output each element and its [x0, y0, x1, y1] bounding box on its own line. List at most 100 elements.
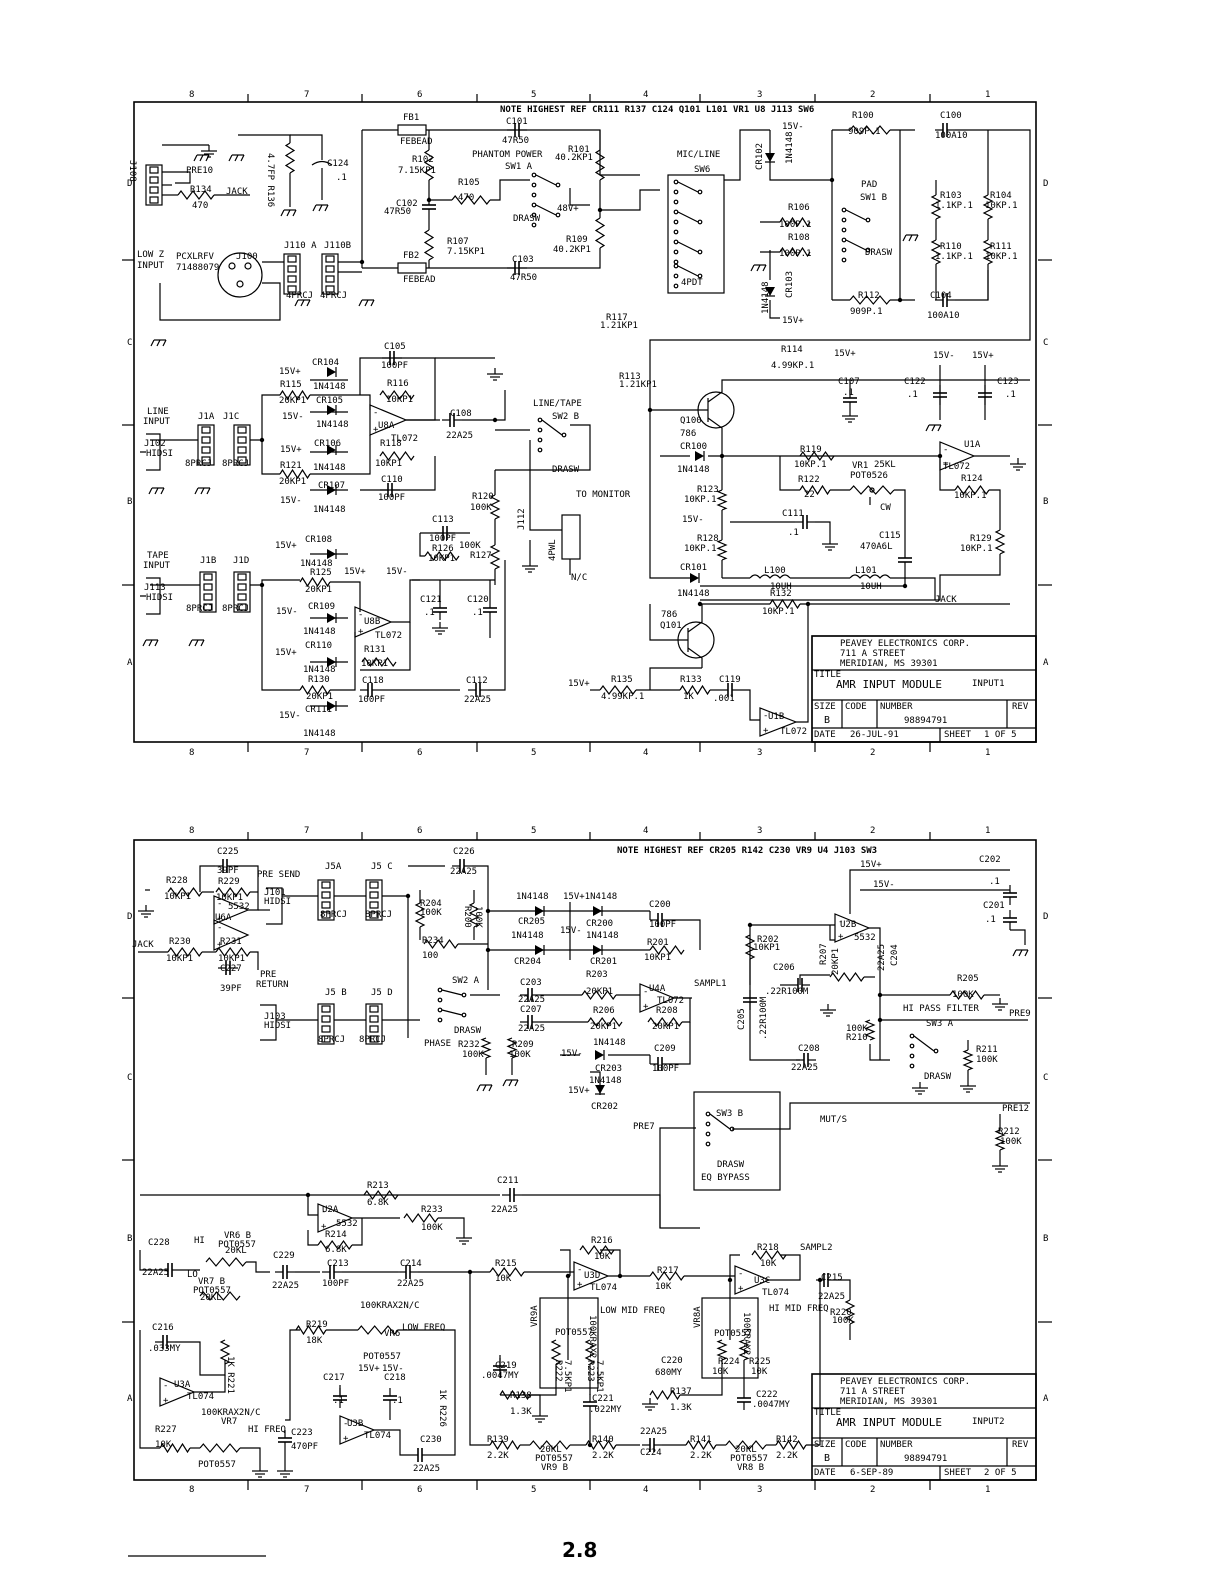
sheet1-r122v: 22: [804, 490, 815, 500]
sheet1-cr104: CR104: [312, 358, 339, 368]
switch-contact: [841, 227, 847, 233]
sheet1-cr102: CR102: [755, 143, 765, 170]
4pdt-switch-box: [667, 174, 725, 294]
wire: [677, 241, 699, 253]
wire: [649, 129, 1031, 380]
switch-contact: [555, 182, 561, 188]
title-text: AMR INPUT MODULE: [836, 1416, 942, 1429]
sheet2-c206v: .22R100M: [765, 987, 809, 997]
sheet1-lowz: LOW Z: [137, 250, 165, 260]
phone-jack: [140, 433, 161, 471]
wire: [246, 1261, 270, 1273]
switch-contact: [461, 1012, 467, 1018]
sheet2-r228v: 10KP1: [164, 892, 191, 902]
wire: [360, 622, 411, 671]
sheet1-v15m6: 15V-: [279, 711, 301, 721]
op-amp: [834, 913, 871, 943]
resistor: [679, 684, 711, 696]
switch-contact: [437, 1017, 443, 1023]
sheet1-j100: J100: [236, 252, 258, 262]
sheet1-r103: R103: [940, 191, 962, 201]
sheet1-pwl: 4PWL: [548, 539, 558, 561]
connector-pin: [149, 186, 159, 194]
connector-pin: [369, 1015, 379, 1023]
resistor: [414, 902, 426, 928]
sheet1-prcj6: 8PRCJ: [222, 604, 249, 614]
resistor: [949, 989, 985, 1001]
sheet1-r121: R121: [280, 461, 302, 471]
sheet1-c120v: .1: [472, 608, 483, 618]
junction: [727, 1277, 733, 1283]
diode: [765, 287, 775, 296]
connector-pin: [237, 583, 247, 591]
junction: [565, 1273, 571, 1279]
wire: [188, 639, 193, 647]
sheet2-c200v: 100PF: [649, 920, 676, 930]
connector-pin: [321, 891, 331, 899]
junction: [877, 1017, 883, 1023]
wire: [1010, 929, 1026, 945]
sheet2-u3b: U3B: [347, 1419, 363, 1429]
resistor: [489, 494, 501, 520]
zone-label-6: 6: [417, 748, 422, 758]
switch-contact: [673, 283, 679, 289]
sheet1-c123: C123: [997, 377, 1019, 387]
sheet2-r141: R141: [690, 1435, 712, 1445]
zone-label-D: D: [127, 179, 132, 189]
wire: [687, 647, 703, 668]
op-amp-plus: +: [373, 425, 379, 435]
sheet2-cr203: CR203: [595, 1064, 622, 1074]
sheet1-c122: C122: [904, 377, 926, 387]
sheet2-vr7b: VR7 B: [198, 1277, 225, 1287]
sheet1-c118v: 100PF: [358, 695, 385, 705]
resistor: [159, 1442, 191, 1454]
sheet1-v15m3: 15V-: [280, 496, 302, 506]
switch-contact: [673, 239, 679, 245]
sheet1-n4148f: 1N4148: [303, 627, 336, 637]
wire: [707, 379, 1030, 403]
sheet2-prcj7: 8PRCJ: [320, 910, 347, 920]
phone-jack: [266, 887, 283, 925]
wire: [238, 134, 291, 143]
sheet1-c100v: 100A10: [935, 131, 968, 141]
sheet2-pot0557g: POT0557: [535, 1454, 573, 1464]
switch-contact: [933, 1048, 939, 1054]
sheet2-c211: C211: [497, 1176, 519, 1186]
op-amp-plus: +: [163, 1396, 169, 1406]
sheet2-c220: C220: [661, 1356, 683, 1366]
zone-label-B: B: [127, 1234, 132, 1244]
sheet-name: INPUT2: [972, 1417, 1005, 1427]
sheet2-c215v: 22A25: [818, 1292, 845, 1302]
sheet1-r126: R126: [432, 544, 454, 554]
connector-pin: [369, 1035, 379, 1043]
sheet1-u8b: U8B: [364, 617, 380, 627]
sheet2-c214v: 22A25: [397, 1279, 424, 1289]
connector: [233, 571, 251, 613]
sheet2-r204v: 100K: [420, 908, 442, 918]
sheet1-r128v: 10KP.1: [684, 544, 717, 554]
connector: [283, 253, 301, 295]
phone-jack: [260, 1004, 277, 1041]
wire: [154, 639, 159, 647]
sheet1-j112: J112: [517, 508, 527, 530]
sheet2-tl074b: TL074: [762, 1288, 789, 1298]
resistor: [219, 1339, 231, 1365]
sheet1-r102: R102: [412, 155, 434, 165]
zone-label-D: D: [1043, 912, 1048, 922]
sheet2-c220v: 680MY: [655, 1368, 683, 1378]
wire: [330, 632, 356, 691]
wire: [677, 265, 699, 277]
switch-contact: [673, 199, 679, 205]
zone-label-2: 2: [870, 1485, 875, 1495]
sheet2-c205: C205: [737, 1008, 747, 1030]
sheet2-r205: R205: [957, 974, 979, 984]
sheet1-sw1a: SW1 A: [505, 162, 533, 172]
switch-contact: [537, 427, 543, 433]
switch-contact: [531, 202, 537, 208]
resistor: [424, 550, 460, 562]
sheet1-r119: R119: [800, 445, 822, 455]
resistor: [849, 485, 895, 495]
sheet2-cr204: CR204: [514, 957, 541, 967]
zone-label-8: 8: [189, 826, 194, 836]
resistor: [649, 1270, 685, 1282]
